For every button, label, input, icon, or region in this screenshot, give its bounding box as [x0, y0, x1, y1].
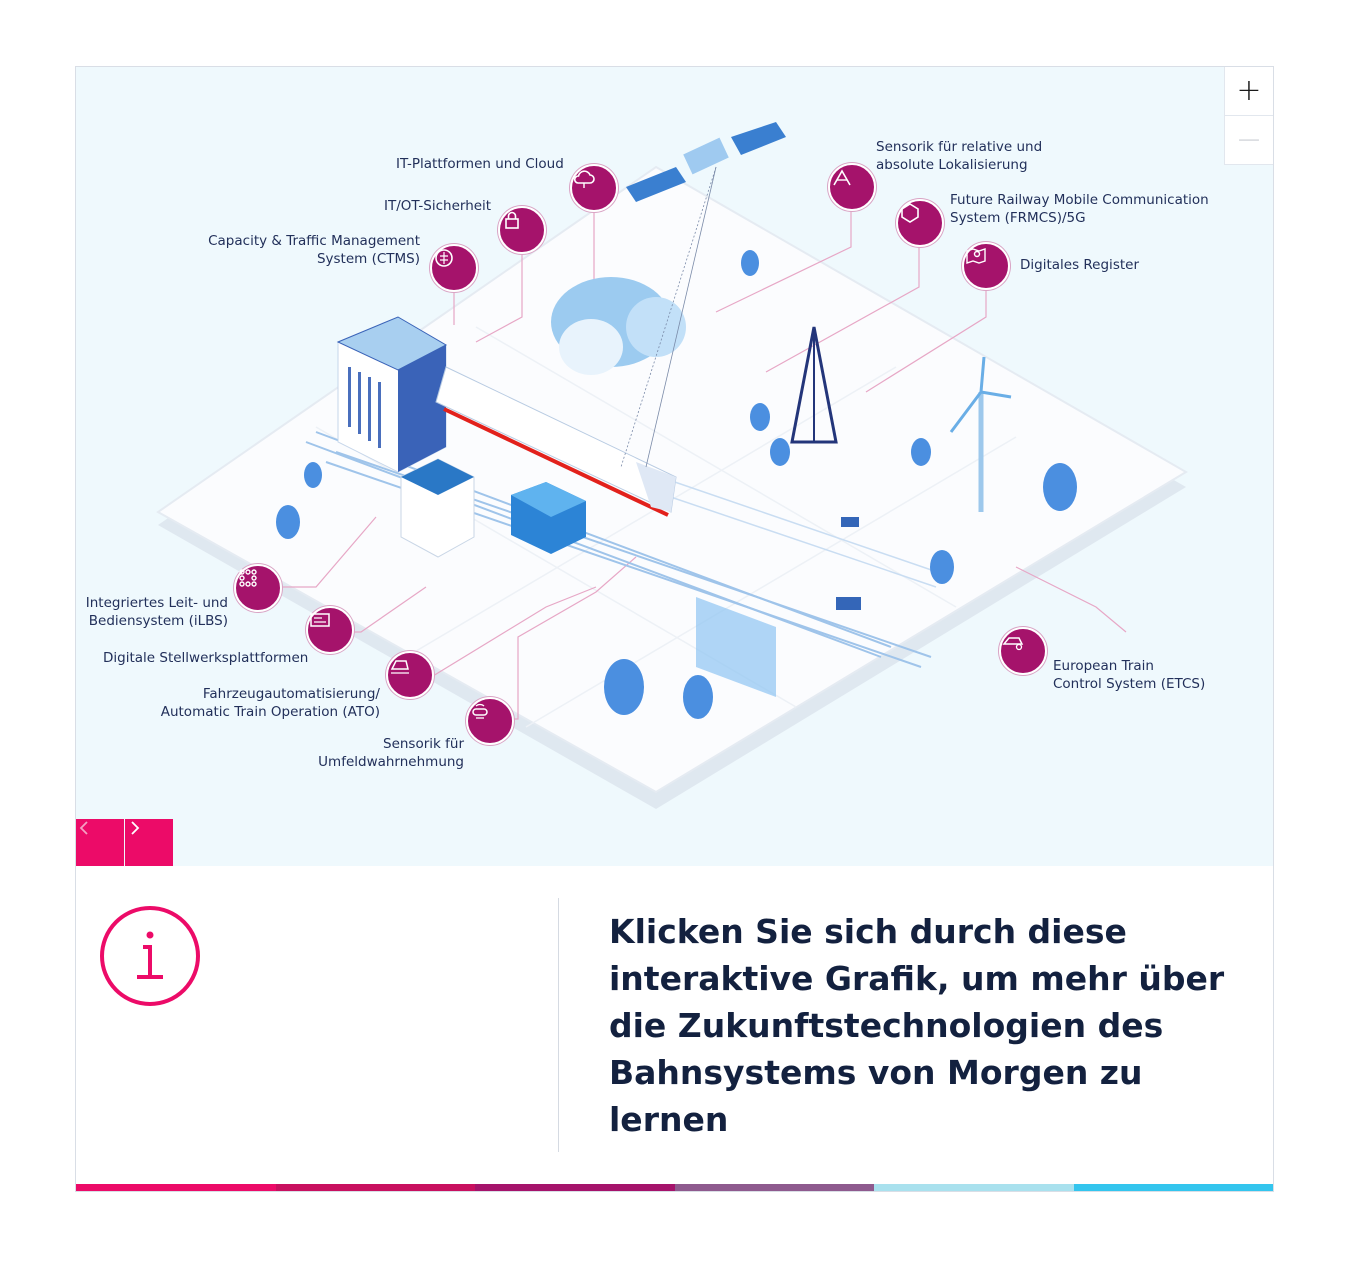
- chevron-left-icon: [79, 821, 88, 835]
- track-sensor-icon: [833, 169, 851, 186]
- label-ato-line2: Automatic Train Operation (ATO): [160, 704, 380, 720]
- label-ctms-line2: System (CTMS): [316, 251, 420, 267]
- interactive-graphic-frame: IT-Plattformen und Cloud IT/OT-Sicherhei…: [75, 66, 1274, 1192]
- hotspot-stellwerk[interactable]: [306, 606, 354, 654]
- color-bar-segment-1: [76, 1184, 276, 1191]
- minus-icon: —: [1238, 127, 1260, 152]
- label-frmcs: Future Railway Mobile Communication Syst…: [950, 191, 1209, 227]
- sensor-icon: [472, 703, 488, 719]
- network-grid-icon: [239, 569, 257, 587]
- color-bar-segment-6: [1073, 1184, 1273, 1191]
- hotspot-etcs[interactable]: [999, 627, 1047, 675]
- hotspot-ato[interactable]: [386, 651, 434, 699]
- hotspot-digitales-register[interactable]: [962, 242, 1010, 290]
- hotspot-sensorik-lokalisierung[interactable]: [828, 163, 876, 211]
- label-etcs-line1: European Train: [1053, 658, 1154, 674]
- zoom-in-button[interactable]: +: [1224, 67, 1273, 116]
- hotspot-ctms[interactable]: [430, 244, 478, 292]
- label-it-ot: IT/OT-Sicherheit: [384, 198, 492, 214]
- lock-icon: [505, 211, 519, 229]
- hotspot-umfeld[interactable]: [466, 697, 514, 745]
- color-bar: [76, 1184, 1273, 1191]
- info-text: Klicken Sie sich durch diese interaktive…: [609, 912, 1225, 1139]
- label-sensorik-lok-line2: absolute Lokalisierung: [876, 157, 1028, 173]
- train-icon: [390, 660, 409, 674]
- label-umfeld-line1: Sensorik für: [383, 736, 464, 752]
- next-button[interactable]: [125, 819, 173, 866]
- brain-icon: [435, 249, 453, 267]
- color-bar-segment-4: [674, 1184, 874, 1191]
- label-ctms-line1: Capacity & Traffic Management: [208, 233, 420, 249]
- color-bar-segment-2: [275, 1184, 475, 1191]
- label-etcs: European Train Control System (ETCS): [1053, 657, 1205, 693]
- hotspot-it-plattformen[interactable]: [570, 164, 618, 212]
- hotspot-it-ot[interactable]: [498, 206, 546, 254]
- label-ilbs: Integriertes Leit- und Bediensystem (iLB…: [78, 594, 228, 630]
- 5g-network-icon: [901, 203, 919, 223]
- label-ato: Fahrzeugautomatisierung/ Automatic Train…: [136, 685, 380, 721]
- label-ilbs-line2: Bediensystem (iLBS): [88, 613, 228, 629]
- color-bar-segment-5: [874, 1184, 1074, 1191]
- label-ato-line1: Fahrzeugautomatisierung/: [202, 686, 380, 702]
- control-board-icon: [310, 613, 330, 627]
- label-stellwerk: Digitale Stellwerksplattformen: [103, 650, 309, 666]
- label-ctms: Capacity & Traffic Management System (CT…: [206, 232, 420, 268]
- zoom-out-button[interactable]: —: [1224, 116, 1273, 165]
- map-pin-icon: [966, 248, 986, 264]
- scene-illustration: [156, 122, 1188, 809]
- plus-icon: +: [1236, 73, 1262, 108]
- train-control-icon: [1002, 637, 1024, 651]
- label-ilbs-line1: Integriertes Leit- und: [85, 595, 228, 611]
- label-umfeld-line2: Umfeldwahrnehmung: [318, 754, 464, 770]
- label-sensorik-lokalisierung: Sensorik für relative und absolute Lokal…: [876, 138, 1042, 174]
- hotspot-frmcs[interactable]: [896, 199, 944, 247]
- divider: [558, 898, 559, 1152]
- label-digitales-register: Digitales Register: [1020, 257, 1139, 273]
- color-bar-segment-3: [475, 1184, 675, 1191]
- chevron-right-icon: [131, 821, 140, 835]
- label-frmcs-line2: System (FRMCS)/5G: [950, 210, 1086, 226]
- label-umfeld: Sensorik für Umfeldwahrnehmung: [276, 735, 464, 771]
- label-it-plattformen: IT-Plattformen und Cloud: [396, 156, 564, 172]
- hotspot-ilbs[interactable]: [234, 564, 282, 612]
- label-frmcs-line1: Future Railway Mobile Communication: [950, 192, 1209, 208]
- label-etcs-line2: Control System (ETCS): [1053, 676, 1206, 692]
- prev-button[interactable]: [76, 819, 124, 866]
- info-panel: Klicken Sie sich durch diese interaktive…: [76, 866, 1273, 1186]
- info-icon: [100, 906, 200, 1006]
- label-sensorik-lok-line1: Sensorik für relative und: [876, 139, 1043, 155]
- isometric-scene: IT-Plattformen und Cloud IT/OT-Sicherhei…: [76, 67, 1273, 866]
- cloud-icon: [573, 170, 595, 188]
